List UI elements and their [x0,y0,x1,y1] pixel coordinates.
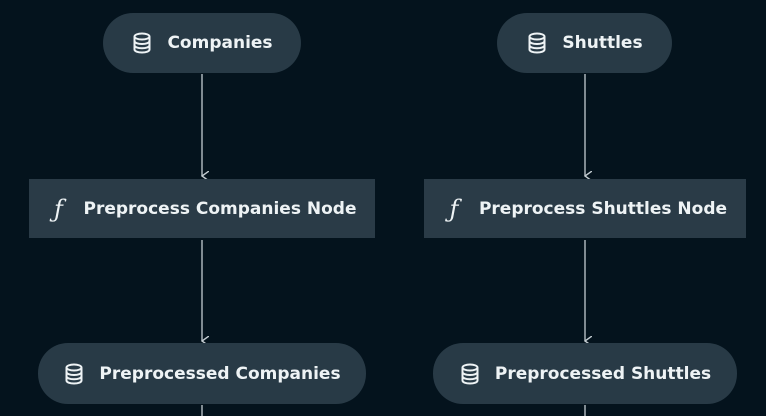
node-preprocessed-companies[interactable]: Preprocessed Companies [38,343,366,404]
function-icon: ƒ [54,194,63,223]
node-label: Preprocess Shuttles Node [478,198,728,219]
node-label: Companies [167,33,273,53]
database-icon [459,363,481,385]
node-shuttles[interactable]: Shuttles [497,13,672,73]
node-label: Preprocessed Shuttles [494,363,712,384]
node-label: Preprocessed Companies [99,363,341,384]
database-icon [131,32,153,54]
node-preprocess-shuttles[interactable]: ƒ Preprocess Shuttles Node [424,179,746,238]
function-icon: ƒ [449,194,459,223]
node-label: Preprocess Companies Node [83,198,357,219]
database-icon [526,32,548,54]
node-label: Shuttles [562,33,643,53]
database-icon [63,363,85,385]
node-preprocess-companies[interactable]: ƒ Preprocess Companies Node [29,179,375,238]
node-preprocessed-shuttles[interactable]: Preprocessed Shuttles [433,343,737,404]
node-companies[interactable]: Companies [103,13,301,73]
